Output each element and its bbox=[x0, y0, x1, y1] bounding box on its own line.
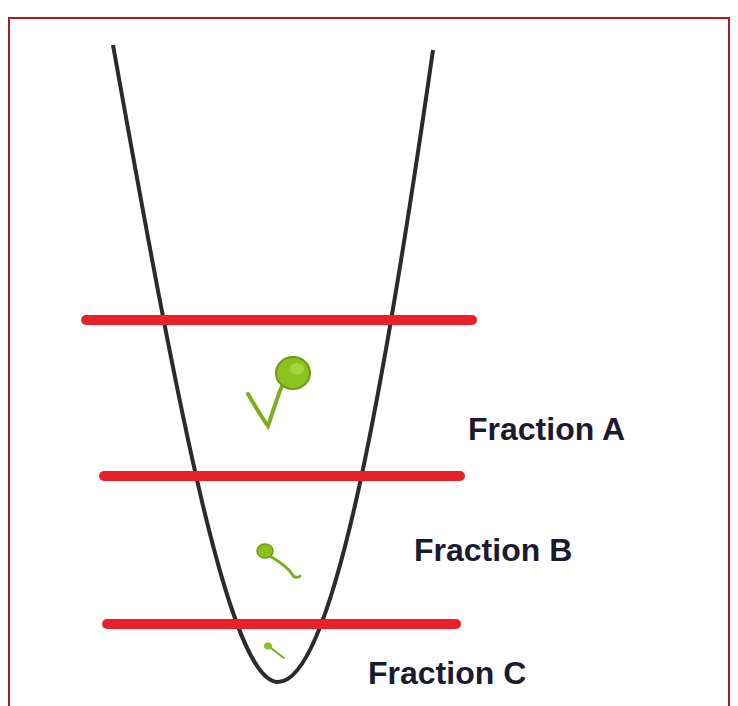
fraction-label: Fraction B bbox=[414, 533, 572, 568]
sperm-cell-medium bbox=[257, 544, 300, 577]
fraction-label: Fraction C bbox=[368, 656, 526, 691]
fraction-boundary bbox=[107, 619, 456, 629]
frame-border bbox=[9, 18, 729, 706]
fraction-boundary bbox=[104, 471, 460, 481]
fraction-boundary bbox=[86, 315, 472, 325]
fraction-label: Fraction A bbox=[468, 412, 625, 447]
centrifuge-tube bbox=[113, 45, 433, 682]
sperm-cell-small bbox=[264, 643, 284, 659]
sperm-cell-large bbox=[248, 357, 310, 426]
